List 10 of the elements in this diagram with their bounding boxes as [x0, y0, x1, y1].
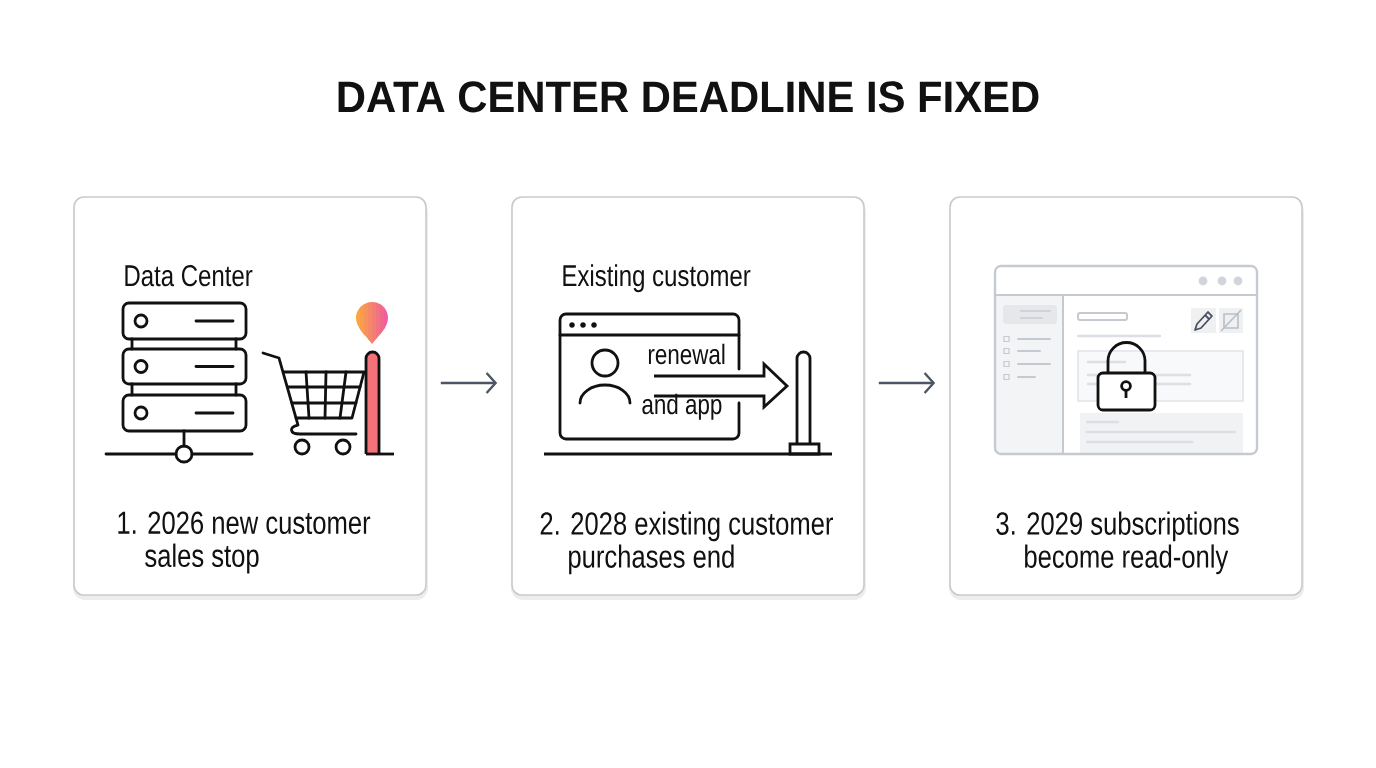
arrow — [440, 372, 498, 394]
step-caption: 3. 2029 subscriptions become read-only — [996, 511, 1239, 575]
step-caption: 2. 2028 existing customer purchases end — [540, 511, 833, 575]
arrow-label: and app — [642, 393, 722, 420]
illustration-label: Existing customer — [563, 264, 751, 293]
illustration-label: Data Center — [125, 265, 253, 287]
step-caption: 1. 2026 new customer sales stop — [118, 511, 371, 574]
title: DATA CENTER DEADLINE IS FIXED — [338, 81, 1039, 113]
arrow-label: renewal — [648, 343, 725, 365]
arrow — [878, 372, 936, 394]
